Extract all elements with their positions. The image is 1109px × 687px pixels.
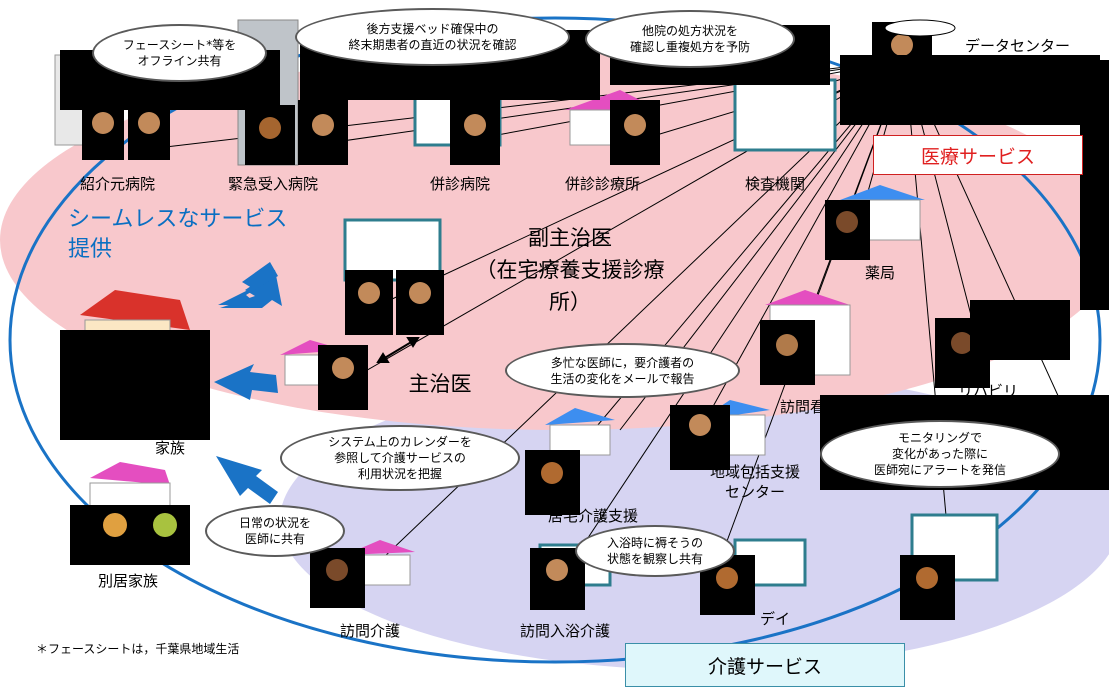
arrow-seamless-1 [218, 262, 278, 305]
label-pharmacy: 薬局 [865, 264, 896, 282]
nurse-station-roof-icon [765, 290, 850, 305]
label-sub-attending-doctor: 副主治医 （在宅療養支援診療 所） [475, 226, 665, 314]
label-heishin-clinic: 併診診療所 [565, 175, 641, 193]
label-separate-family: 別居家族 [98, 572, 159, 590]
arrow-seamless-3 [216, 456, 278, 504]
speech-bubble-prescription: 他院の処方状況を 確認し重複処方を予防 [585, 10, 795, 68]
speech-bubble-face-sheet: フェースシート*等を オフライン共有 [92, 24, 267, 82]
kensa-building-icon [733, 78, 837, 152]
seamless-service-text: シームレスなサービス 提供 [68, 207, 288, 262]
arrow-seamless-2 [214, 364, 278, 400]
label-rehab: リハビリ [958, 382, 1019, 400]
separate-family-icon [70, 505, 190, 565]
label-kyotaku: 居宅介護支援 [548, 507, 639, 525]
label-family: 家族 [155, 439, 186, 457]
label-kinkyu-hospital: 緊急受入病院 [228, 175, 319, 193]
mask-block [970, 300, 1070, 360]
label-attending-doctor: 主治医 [408, 372, 472, 396]
medical-service-label: 医療サービス [873, 135, 1083, 175]
speech-bubble-backup-bed: 後方支援ベッド確保中の 終末期患者の直近の状況を確認 [295, 8, 570, 66]
speech-bubble-daily-status: 日常の状況を 医師に共有 [205, 505, 345, 557]
label-day: デイ [760, 610, 791, 628]
speech-bubble-calendar: システム上のカレンダーを 参照して介護サービスの 利用状況を把握 [280, 425, 520, 491]
speech-bubble-monitoring-alert: モニタリングで 変化があった際に 医師宛にアラートを発信 [820, 420, 1060, 488]
label-houmon-kango: 訪問看護 [780, 398, 820, 416]
speech-bubble-bath: 入浴時に褥そうの 状態を観察し共有 [575, 525, 735, 577]
doctor-link-arrow [376, 337, 420, 363]
pharmacy-roof-icon [840, 185, 925, 200]
care-service-label: 介護サービス [625, 643, 905, 687]
mask-block [1080, 60, 1109, 310]
service-ring [8, 16, 1102, 664]
separate-house-roof-icon [90, 462, 170, 485]
footnote-text: ＊フェースシートは，千葉県地域生活 [36, 642, 240, 656]
datacenter-icon [884, 19, 956, 37]
label-datacenter: データセンター [965, 37, 1071, 55]
label-kensa: 検査機関 [745, 175, 806, 193]
mask-block [840, 55, 1100, 125]
speech-bubble-mail-report: 多忙な医師に，要介護者の 生活の変化をメールで報告 [505, 343, 740, 398]
label-houmon-kaigo: 訪問介護 [340, 622, 401, 640]
mask-block [60, 330, 210, 440]
label-heishin-hospital: 併診病院 [430, 175, 491, 193]
label-houmon-nyuyoku: 訪問入浴介護 [520, 622, 611, 640]
label-shoukaimoto-hospital: 紹介元病院 [80, 175, 156, 193]
label-chiiki-center: 地域包括支援 センター [710, 463, 801, 501]
kyotaku-roof-icon [545, 408, 615, 425]
